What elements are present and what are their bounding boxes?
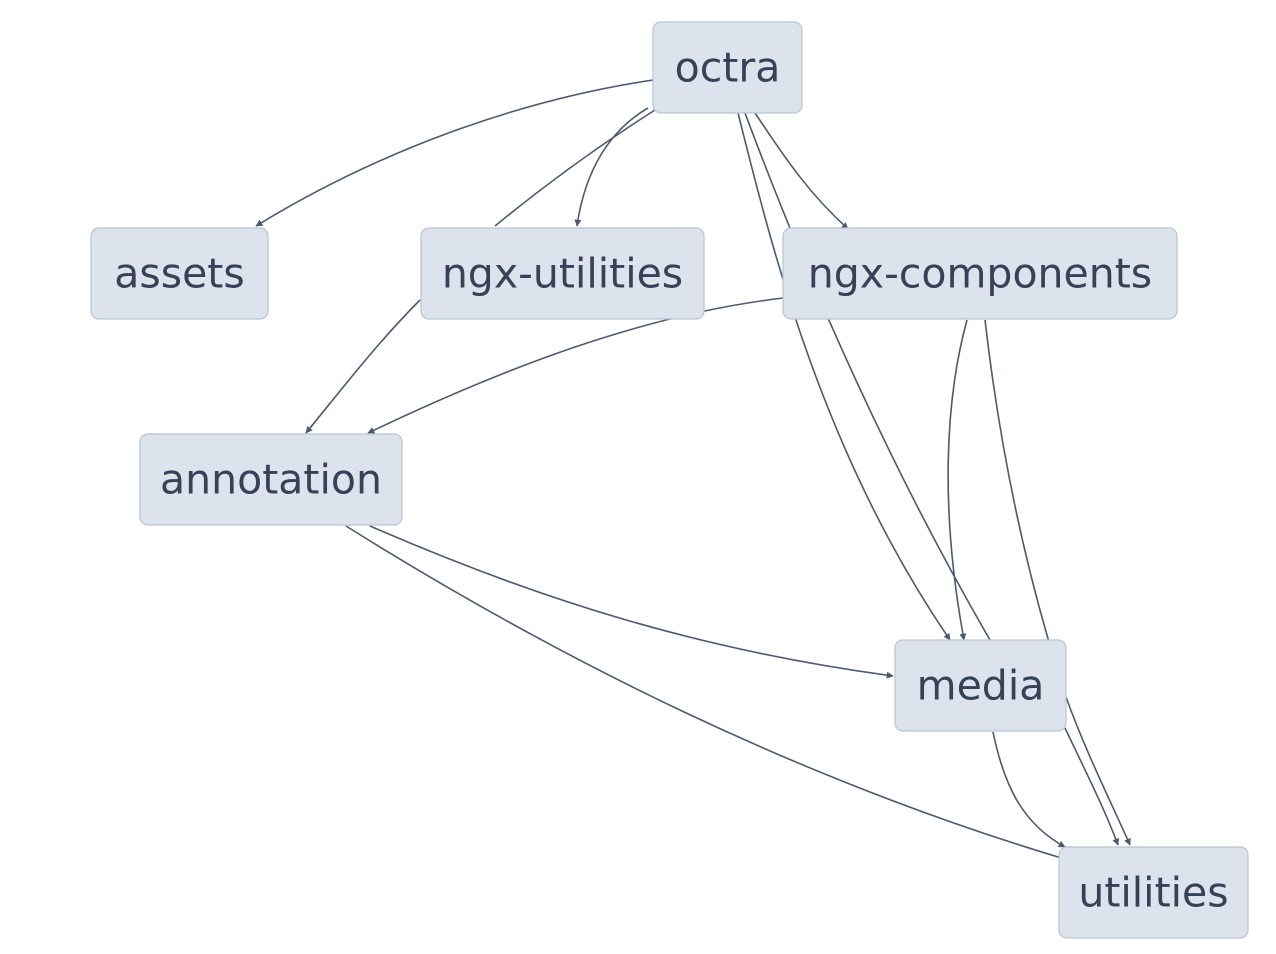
node-annotation[interactable]: annotation [139, 433, 403, 526]
node-label-media: media [917, 662, 1045, 710]
node-label-ngx-components: ngx-components [808, 250, 1152, 298]
edge-ngx-utilities-to-annotation [305, 299, 421, 434]
node-label-assets: assets [114, 250, 245, 298]
edge-ngx-components-to-annotation [367, 297, 784, 434]
edge-ngx-components-to-utilities [984, 319, 1130, 845]
node-ngx-components[interactable]: ngx-components [782, 227, 1178, 320]
node-media[interactable]: media [894, 639, 1067, 732]
edge-octra-to-utilities [744, 112, 1118, 845]
edges-layer [255, 79, 1130, 862]
node-utilities[interactable]: utilities [1058, 846, 1249, 939]
edge-octra-to-ngx-components [754, 112, 849, 230]
node-octra[interactable]: octra [652, 21, 803, 114]
edge-media-to-utilities [992, 731, 1066, 848]
node-assets[interactable]: assets [90, 227, 269, 320]
nodes-layer: octra assets ngx-utilities ngx-component… [90, 21, 1249, 939]
node-label-octra: octra [675, 44, 781, 92]
edge-annotation-to-media [369, 525, 894, 679]
edge-ngx-components-to-media [947, 319, 968, 641]
node-ngx-utilities[interactable]: ngx-utilities [420, 227, 705, 320]
edge-octra-to-media [737, 112, 951, 641]
edge-annotation-to-utilities [345, 525, 1069, 862]
edge-octra-to-annotation [494, 109, 656, 227]
node-label-ngx-utilities: ngx-utilities [442, 250, 683, 298]
edge-octra-to-ngx-utilities [574, 107, 649, 227]
node-label-utilities: utilities [1078, 869, 1228, 917]
edge-octra-to-assets [255, 79, 654, 227]
node-label-annotation: annotation [160, 456, 382, 504]
